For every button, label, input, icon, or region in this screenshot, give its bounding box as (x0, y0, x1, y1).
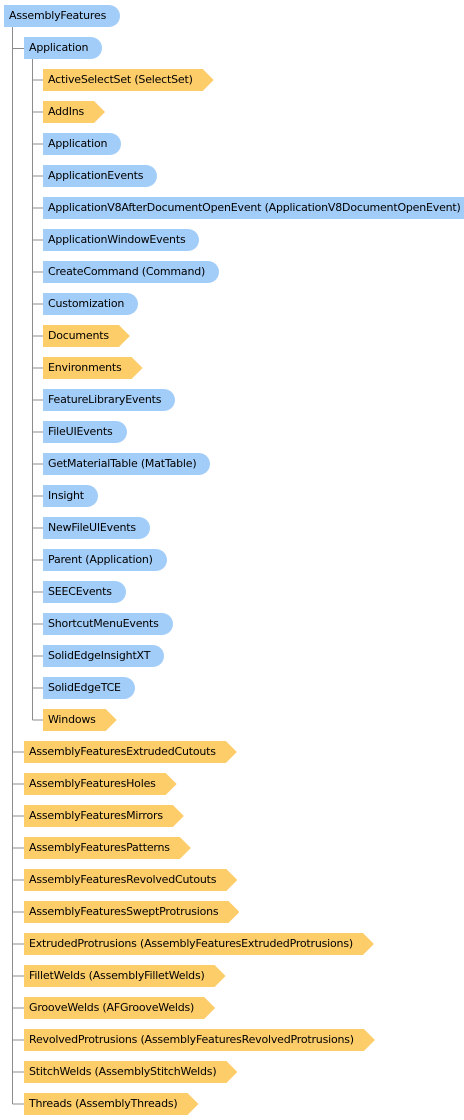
node-label: GetMaterialTable (MatTable) (48, 457, 197, 470)
node-label: FileUIEvents (48, 425, 113, 438)
node-label: AssemblyFeaturesMirrors (29, 809, 163, 822)
member-assemblyfeaturespatterns[interactable]: AssemblyFeaturesPatterns (24, 837, 191, 859)
app-child-addins[interactable]: AddIns (43, 101, 105, 123)
app-child-parent[interactable]: Parent (Application) (43, 549, 167, 571)
app-child-createcommand[interactable]: CreateCommand (Command) (43, 261, 220, 283)
app-child-customization[interactable]: Customization (43, 293, 139, 315)
node-assemblyfeatures[interactable]: AssemblyFeatures (4, 5, 121, 27)
node-label: AssemblyFeatures (9, 9, 107, 22)
node-label: ApplicationEvents (48, 169, 144, 182)
app-child-applicationwindowevents[interactable]: ApplicationWindowEvents (43, 229, 200, 251)
member-assemblyfeaturesrevolvedcutouts[interactable]: AssemblyFeaturesRevolvedCutouts (24, 869, 237, 891)
app-child-windows[interactable]: Windows (43, 709, 117, 731)
node-label: Customization (48, 297, 125, 310)
app-child-getmaterialtable[interactable]: GetMaterialTable (MatTable) (43, 453, 211, 475)
member-groovewelds[interactable]: GrooveWelds (AFGrooveWelds) (24, 997, 215, 1019)
node-label: RevolvedProtrusions (AssemblyFeaturesRev… (29, 1033, 354, 1046)
member-stitchwelds[interactable]: StitchWelds (AssemblyStitchWelds) (24, 1061, 237, 1083)
node-label: SEECEvents (48, 585, 112, 598)
app-child-featurelibraryevents[interactable]: FeatureLibraryEvents (43, 389, 176, 411)
node-label: FeatureLibraryEvents (48, 393, 162, 406)
node-label: CreateCommand (Command) (48, 265, 206, 278)
app-child-activeselectset[interactable]: ActiveSelectSet (SelectSet) (43, 69, 214, 91)
node-label: FilletWelds (AssemblyFilletWelds) (29, 969, 205, 982)
app-child-newfileuievents[interactable]: NewFileUIEvents (43, 517, 150, 539)
app-child-solidedgetce[interactable]: SolidEdgeTCE (43, 677, 135, 699)
member-assemblyfeaturessweptprotrusions[interactable]: AssemblyFeaturesSweptProtrusions (24, 901, 239, 923)
member-filletwelds[interactable]: FilletWelds (AssemblyFilletWelds) (24, 965, 226, 987)
app-child-fileuievents[interactable]: FileUIEvents (43, 421, 127, 443)
member-threads[interactable]: Threads (AssemblyThreads) (24, 1093, 199, 1115)
node-label: ApplicationV8AfterDocumentOpenEvent (App… (48, 201, 461, 214)
node-label: NewFileUIEvents (48, 521, 136, 534)
node-label: Windows (48, 713, 96, 726)
node-label: AssemblyFeaturesPatterns (29, 841, 170, 854)
node-label: AssemblyFeaturesRevolvedCutouts (29, 873, 217, 886)
node-label: AddIns (48, 105, 85, 118)
member-revolvedprotrusions[interactable]: RevolvedProtrusions (AssemblyFeaturesRev… (24, 1029, 375, 1051)
node-label: Documents (48, 329, 109, 342)
app-child-seecevents[interactable]: SEECEvents (43, 581, 126, 603)
node-label: SolidEdgeInsightXT (48, 649, 151, 662)
member-assemblyfeaturesmirrors[interactable]: AssemblyFeaturesMirrors (24, 805, 184, 827)
node-application[interactable]: Application (24, 37, 103, 59)
node-label: GrooveWelds (AFGrooveWelds) (29, 1001, 195, 1014)
member-assemblyfeaturesextrudedcutouts[interactable]: AssemblyFeaturesExtrudedCutouts (24, 741, 237, 763)
app-child-applicationevents[interactable]: ApplicationEvents (43, 165, 158, 187)
node-label: ActiveSelectSet (SelectSet) (48, 73, 193, 86)
node-label: StitchWelds (AssemblyStitchWelds) (29, 1065, 217, 1078)
node-label: Threads (AssemblyThreads) (29, 1097, 178, 1110)
node-label: AssemblyFeaturesExtrudedCutouts (29, 745, 216, 758)
node-label: AssemblyFeaturesHoles (29, 777, 156, 790)
node-label: ShortcutMenuEvents (48, 617, 159, 630)
node-label: Insight (48, 489, 84, 502)
app-child-documents[interactable]: Documents (43, 325, 130, 347)
app-child-solidedgeinsightxt[interactable]: SolidEdgeInsightXT (43, 645, 165, 667)
node-label: Application (29, 41, 89, 54)
app-child-applicationv8afterdocumentopenevent[interactable]: ApplicationV8AfterDocumentOpenEvent (App… (43, 197, 464, 219)
member-extrudedprotrusions[interactable]: ExtrudedProtrusions (AssemblyFeaturesExt… (24, 933, 374, 955)
app-child-environments[interactable]: Environments (43, 357, 143, 379)
node-label: Environments (48, 361, 122, 374)
node-label: Application (48, 137, 108, 150)
node-label: Parent (Application) (48, 553, 153, 566)
app-child-shortcutmenuevents[interactable]: ShortcutMenuEvents (43, 613, 173, 635)
app-child-application[interactable]: Application (43, 133, 122, 155)
member-assemblyfeaturesholes[interactable]: AssemblyFeaturesHoles (24, 773, 177, 795)
app-child-insight[interactable]: Insight (43, 485, 98, 507)
node-label: SolidEdgeTCE (48, 681, 121, 694)
node-label: ApplicationWindowEvents (48, 233, 186, 246)
node-label: AssemblyFeaturesSweptProtrusions (29, 905, 219, 918)
node-label: ExtrudedProtrusions (AssemblyFeaturesExt… (29, 937, 353, 950)
